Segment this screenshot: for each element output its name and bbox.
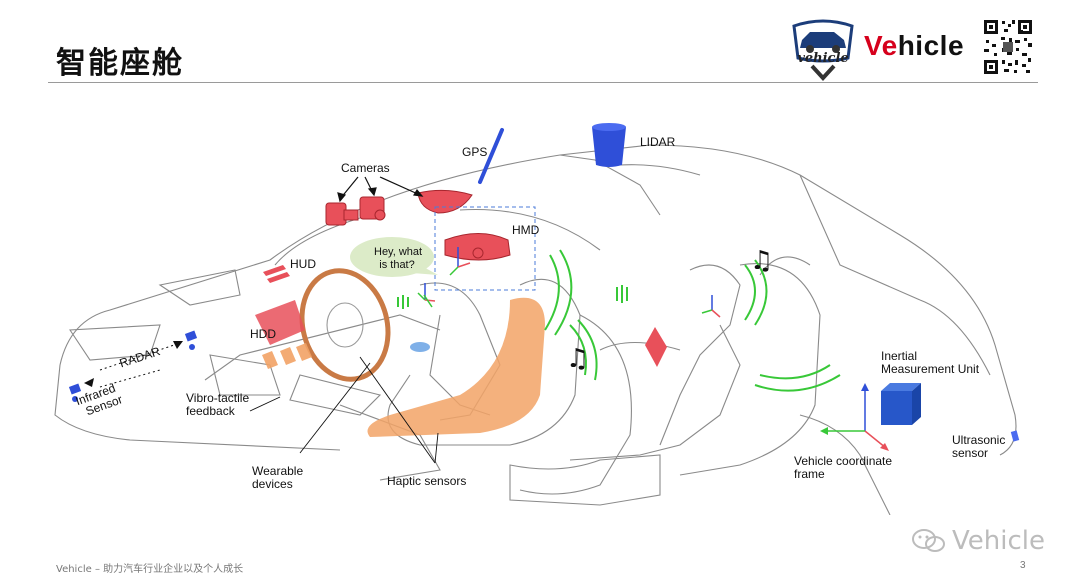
logo-word: vehicle [797, 51, 848, 66]
label-hdd: HDD [250, 327, 276, 341]
label-lidar: LIDAR [640, 135, 676, 149]
brand-logo: vehicle Vehicle [788, 18, 1043, 82]
label-gps: GPS [462, 145, 488, 159]
car-badge-icon: vehicle [792, 19, 854, 81]
slide-title: 智能座舱 [56, 46, 184, 81]
hdd-display [255, 300, 305, 345]
ultrasonic-sensor-icon [1010, 430, 1020, 442]
hud-icon [263, 265, 290, 283]
camera-icon [325, 189, 473, 226]
svg-text:♫: ♫ [750, 246, 773, 276]
label-hmd: HMD [512, 223, 540, 237]
haptic-wave-icon [544, 249, 841, 392]
label-wearable-line-2: devices [252, 477, 293, 491]
brand-wordmark-red: Ve [864, 30, 898, 61]
label-vibro-line-1: Vibro-tactile [186, 391, 250, 405]
svg-text:♫: ♫ [566, 344, 589, 374]
label-vehicle-frame: Vehicle coordinate frame [794, 455, 892, 481]
music-note-icon: ♫ ♫ [566, 246, 773, 374]
label-ultrasonic-line-1: Ultrasonic [952, 433, 1006, 447]
haptic-seat-shape [367, 297, 545, 437]
label-vibro: Vibro-tactile feedback [186, 392, 249, 418]
qr-code-icon [982, 18, 1034, 76]
wechat-icon [912, 529, 945, 552]
speech-line-1: Hey, what [374, 246, 423, 258]
label-vehicle-frame-line-2: frame [794, 467, 825, 481]
car-outline [54, 144, 1017, 515]
speech-bubble [350, 237, 434, 277]
speech-text: Hey, what is that? [374, 246, 423, 272]
label-haptic: Haptic sensors [387, 474, 467, 488]
label-wearable-line-1: Wearable [252, 464, 304, 478]
imu-cube-icon [881, 383, 921, 425]
lidar-icon [592, 123, 626, 167]
page-number: 3 [1020, 560, 1026, 571]
hmd-icon [434, 206, 536, 291]
label-imu-line-2: Measurement Unit [881, 362, 980, 376]
vibration-icon [397, 285, 628, 309]
label-ultrasonic: Ultrasonic sensor [952, 434, 1005, 460]
gps-icon [478, 128, 504, 184]
speech-line-2: is that? [379, 259, 415, 271]
vibro-pedals [262, 343, 312, 369]
label-vibro-line-2: feedback [186, 404, 235, 418]
tablet-icon [645, 327, 667, 367]
axis-icon [417, 247, 721, 318]
watermark: Vehicle [912, 526, 1045, 556]
label-hud: HUD [290, 257, 316, 271]
footer-text: Vehicle – 助力汽车行业企业以及个人成长 [56, 564, 244, 575]
label-cameras: Cameras [341, 161, 390, 175]
watermark-text: Vehicle [952, 526, 1045, 556]
label-ultrasonic-line-2: sensor [952, 446, 989, 460]
vehicle-frame-axes-icon [820, 383, 889, 451]
label-imu: Inertial Measurement Unit [881, 350, 979, 376]
cabin-diagram: ♫ ♫ [54, 123, 1020, 515]
label-imu-line-1: Inertial [881, 349, 918, 363]
wearable-device-icon [410, 342, 430, 352]
brand-wordmark: Vehicle [864, 30, 964, 62]
header-rule [48, 82, 1038, 83]
label-vehicle-frame-line-1: Vehicle coordinate [794, 454, 893, 468]
label-wearable: Wearable devices [252, 465, 303, 491]
brand-wordmark-black: hicle [897, 30, 965, 61]
radar-icon [68, 330, 198, 402]
